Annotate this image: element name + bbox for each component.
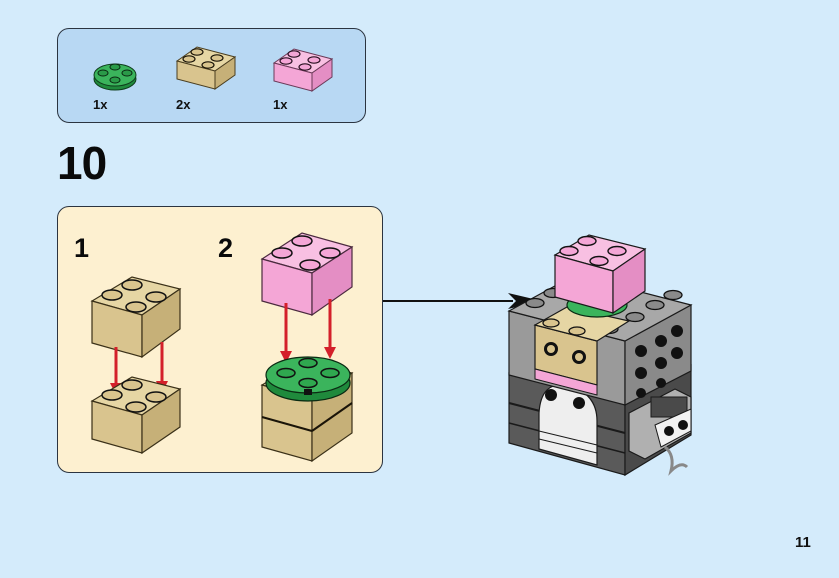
substep-1-label: 1 [74, 233, 90, 263]
tan-brick-top-icon [90, 276, 182, 359]
green-plate-quantity: 1x [93, 97, 108, 112]
green-round-plate-part-icon [92, 59, 138, 93]
pink-brick-quantity: 1x [273, 97, 288, 112]
model-pink-top-brick [553, 234, 647, 315]
substep-2-illustration [260, 232, 354, 463]
model-base [508, 363, 692, 477]
completed-model-illustration [507, 234, 693, 477]
parts-list-box: 1x 2x 1x [57, 28, 366, 123]
substep-2-label: 2 [218, 233, 234, 263]
red-arrows [280, 299, 336, 363]
pink-brick-icon [260, 232, 354, 317]
tan-brick-part-icon [175, 41, 237, 91]
page-number: 11 [795, 534, 811, 551]
callout-arrowhead-icon [508, 293, 542, 309]
callout-line [383, 300, 513, 302]
tan-brick-quantity: 2x [176, 97, 191, 112]
substep-box: 1 2 [57, 206, 383, 473]
substep-1-illustration [90, 276, 182, 455]
step-number: 10 [57, 137, 107, 189]
green-round-plate-icon [265, 356, 351, 402]
tan-brick-bottom-icon [90, 376, 182, 455]
pink-brick-part-icon [272, 43, 334, 93]
